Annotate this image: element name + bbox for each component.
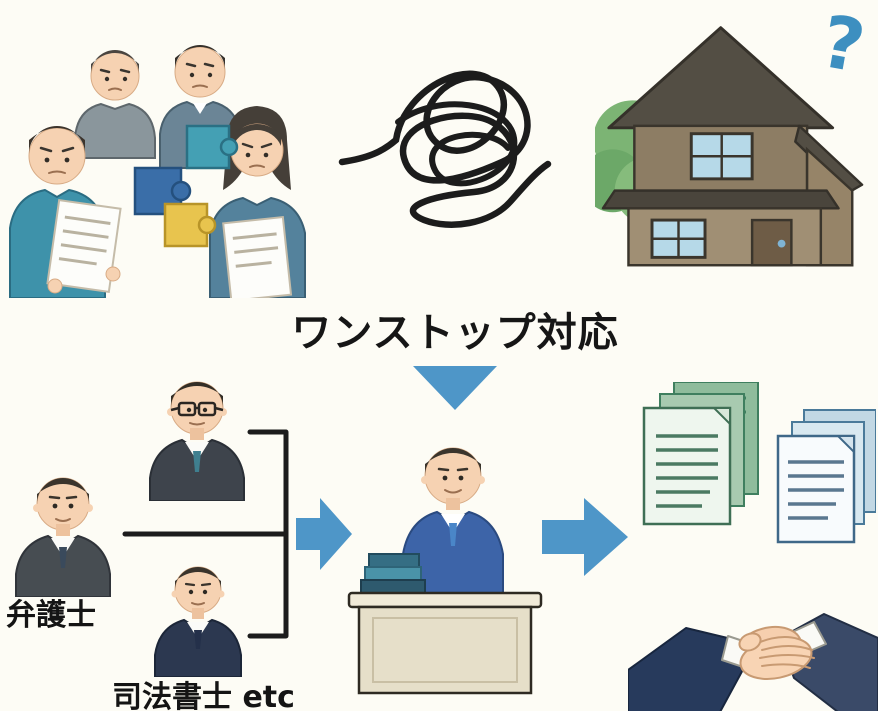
scrivener-icon [154, 566, 242, 677]
puzzle-piece-teal [185, 124, 239, 170]
down-arrow-icon [413, 366, 497, 410]
puzzle-piece-yellow [163, 202, 217, 248]
house-door [750, 218, 793, 267]
consultant-desk-illustration [347, 447, 543, 695]
paper-right [222, 215, 293, 298]
house-illustration [595, 26, 864, 267]
glasses [170, 401, 224, 417]
paper-left [46, 198, 122, 294]
puzzle-pieces [133, 124, 239, 248]
lawyer-label: 弁護士 [6, 598, 96, 633]
right-arrow-icon [296, 498, 352, 570]
right-arrow-icon-2 [542, 498, 628, 576]
confused-family-illustration [9, 45, 306, 298]
consultant [402, 447, 504, 594]
handshake-icon [628, 613, 878, 711]
documents-blue [776, 409, 876, 544]
house-lower-window [650, 218, 707, 259]
bracket-connector [247, 429, 289, 639]
house [601, 26, 864, 267]
scrivener-label: 司法書士 etc [112, 680, 295, 711]
house-mid-roof [601, 189, 840, 210]
house-upper-window [689, 132, 754, 181]
books-stack [360, 553, 426, 594]
page-title: ワンストップ対応 [291, 310, 619, 356]
professional-glasses-icon [149, 381, 245, 501]
documents-green [642, 382, 759, 526]
documents-icon [642, 382, 876, 544]
desk [347, 591, 543, 695]
family-member-front-left [9, 126, 122, 298]
lawyer-icon [15, 477, 111, 597]
family-member-front-right [209, 106, 306, 298]
left-arm [628, 627, 815, 711]
family-member-back-left [74, 50, 156, 159]
tangled-line-icon [338, 70, 552, 228]
